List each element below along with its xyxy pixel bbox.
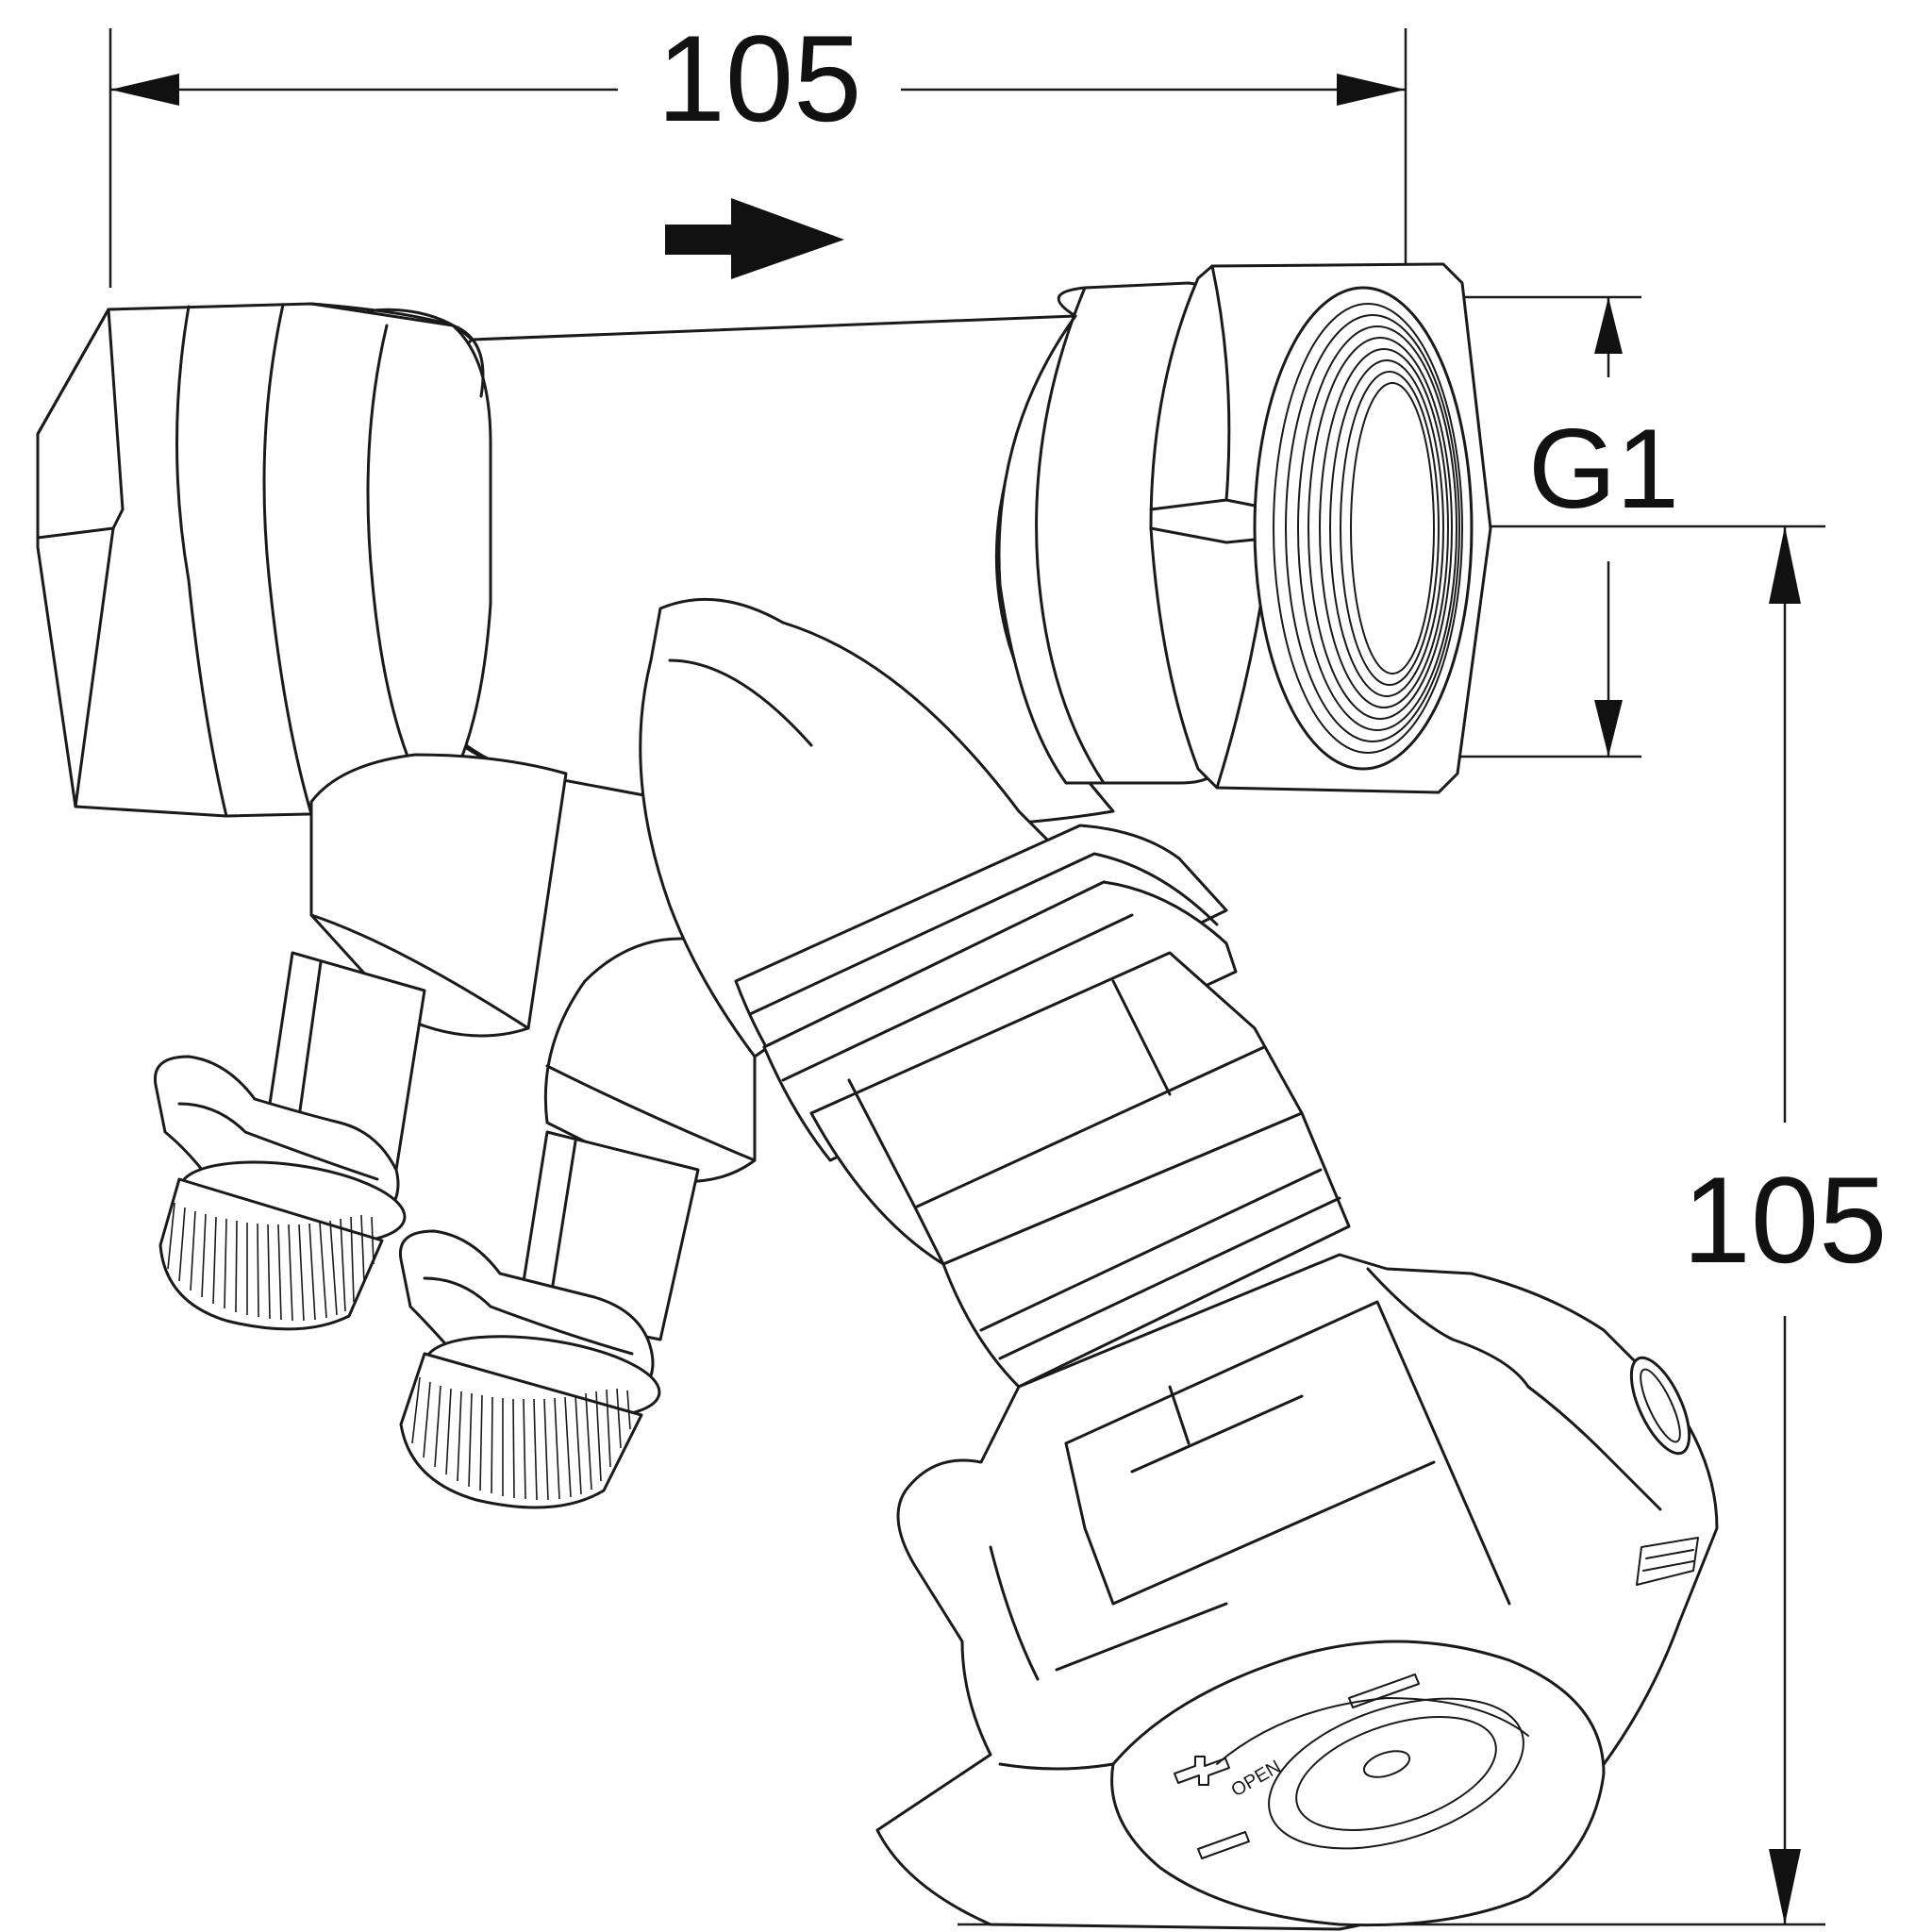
handwheel: OPEN bbox=[875, 1253, 1719, 1931]
arrow-down-icon bbox=[1769, 1849, 1801, 1924]
height-dimension-label: 105 bbox=[1683, 1151, 1888, 1289]
arrow-up-small-icon bbox=[1594, 297, 1623, 354]
scale-marks-icon bbox=[1636, 1537, 1699, 1586]
plus-icon bbox=[1174, 1756, 1230, 1786]
test-point-left bbox=[153, 753, 568, 1331]
knurl-left-icon bbox=[167, 1202, 375, 1322]
flow-direction-arrow bbox=[665, 198, 844, 279]
right-connection bbox=[997, 262, 1492, 794]
arrow-right-icon bbox=[1337, 74, 1406, 106]
handwheel-slot bbox=[1629, 1356, 1691, 1456]
minus-icon bbox=[1197, 1831, 1250, 1859]
flow-arrow-icon bbox=[731, 198, 844, 279]
left-hex-nut bbox=[36, 302, 492, 818]
thread-dimension: G1 bbox=[1340, 295, 1679, 758]
valve-bonnet bbox=[639, 597, 1351, 1389]
arrow-up-icon bbox=[1769, 526, 1801, 604]
arrow-down-small-icon bbox=[1594, 700, 1623, 757]
width-dimension-label: 105 bbox=[658, 9, 862, 147]
arrow-left-icon bbox=[110, 74, 179, 106]
knurl-right-icon bbox=[411, 1376, 631, 1501]
test-point-right bbox=[398, 937, 757, 1509]
width-dimension: 105 bbox=[108, 9, 1407, 288]
thread-size-label: G1 bbox=[1528, 406, 1679, 532]
